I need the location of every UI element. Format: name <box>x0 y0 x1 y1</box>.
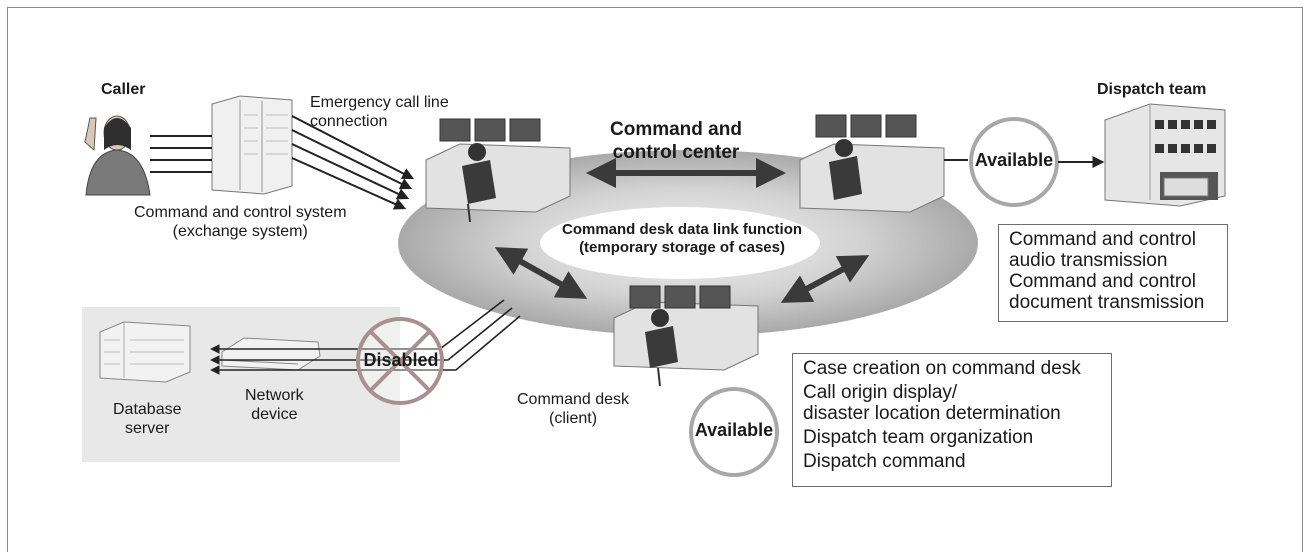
exchange-system-label: Command and control system (exchange sys… <box>134 204 347 240</box>
disabled-label: Disabled <box>363 350 439 370</box>
disabled-ring <box>356 317 444 405</box>
available-label-right: Available <box>974 150 1054 170</box>
data-link-label: Command desk data link function (tempora… <box>562 221 803 256</box>
caller-label: Caller <box>101 81 146 98</box>
available-ring-bottom <box>689 387 779 477</box>
emergency-call-lines <box>291 115 415 210</box>
emergency-line-label: Emergency call line connection <box>310 94 449 130</box>
caller-person-icon <box>84 115 151 196</box>
exchange-system-cabinet-icon <box>211 95 293 195</box>
command-center-title: Command and control center <box>610 119 742 163</box>
data-link-ellipse <box>540 207 820 279</box>
dispatch-team-label: Dispatch team <box>1097 81 1207 98</box>
network-device-icon <box>221 337 321 371</box>
dispatch-functions-box: Command and control audio transmission C… <box>998 224 1228 322</box>
desk-console-bottom <box>613 285 759 387</box>
caller-lines <box>150 135 212 173</box>
diagram-frame <box>7 7 1303 552</box>
desk-console-left <box>425 118 571 223</box>
available-label-bottom: Available <box>694 420 774 440</box>
dispatch-building-icon <box>1104 103 1226 207</box>
database-server-icon <box>99 321 191 383</box>
desk-functions-box: Case creation on command desk Call origi… <box>792 353 1112 487</box>
desk-link-arrows <box>494 158 870 303</box>
network-device-label: Network device <box>245 387 304 423</box>
desk-console-right <box>799 114 945 213</box>
database-server-label: Database server <box>113 401 182 437</box>
command-desk-label: Command desk (client) <box>517 391 630 427</box>
available-ring-right <box>969 117 1059 207</box>
